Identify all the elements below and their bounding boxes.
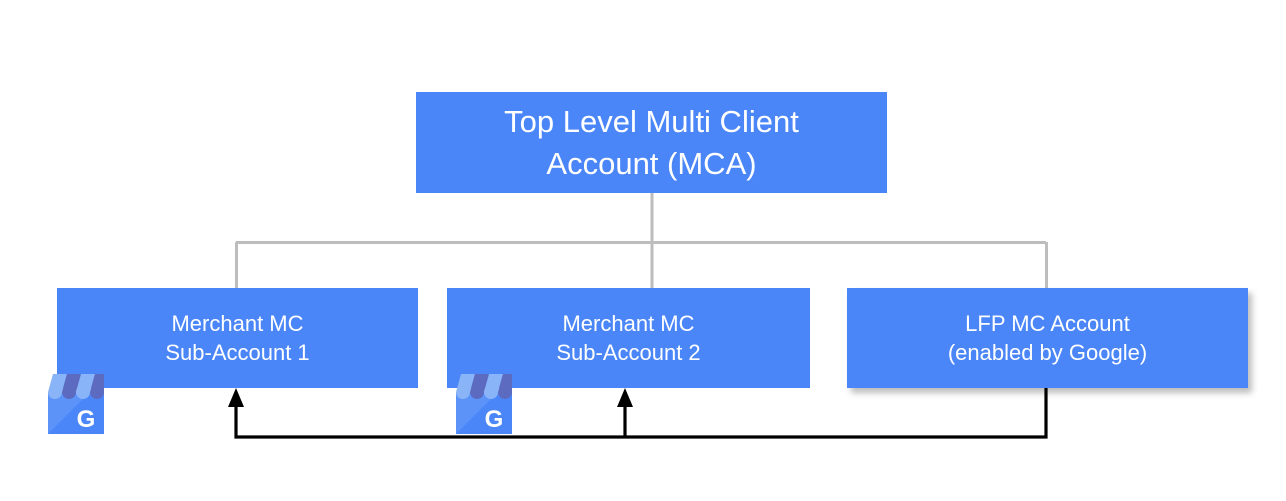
arrowhead-to-sub1 (228, 388, 244, 407)
node-mca-line2: Account (MCA) (546, 145, 757, 181)
google-business-profile-icon: G (456, 374, 512, 434)
node-merchant-sub-account-1[interactable]: Merchant MC Sub-Account 1 (57, 288, 418, 388)
node-sub2-line1: Merchant MC (562, 310, 695, 336)
google-business-profile-icon: G (48, 374, 104, 434)
node-sub1-line1: Merchant MC (171, 310, 304, 336)
node-sub2-line2: Sub-Account 2 (556, 340, 701, 365)
edge-lfp-to-sub1 (234, 388, 1048, 439)
node-lfp-line1: LFP MC Account (965, 310, 1130, 336)
arrowhead-to-sub2 (617, 388, 633, 407)
node-top-level-mca[interactable]: Top Level Multi Client Account (MCA) (416, 92, 887, 193)
node-sub1-line2: Sub-Account 1 (165, 340, 310, 365)
node-mca-line1: Top Level Multi Client (504, 103, 799, 139)
gbp-letter-g: G (77, 406, 96, 433)
node-merchant-sub-account-2[interactable]: Merchant MC Sub-Account 2 (447, 288, 810, 388)
gbp-letter-g: G (485, 406, 504, 433)
node-lfp-line2: (enabled by Google) (947, 340, 1148, 365)
node-lfp-mc-account[interactable]: LFP MC Account (enabled by Google) (847, 288, 1248, 388)
